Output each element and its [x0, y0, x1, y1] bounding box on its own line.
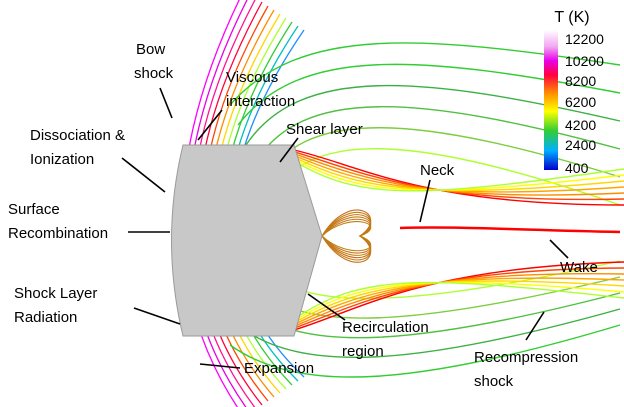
contour-line — [229, 324, 621, 378]
leader-recirc — [307, 293, 346, 321]
contour-line — [293, 151, 624, 201]
label-viscous-1: Viscous — [226, 69, 278, 86]
annotation-leaders — [121, 87, 569, 369]
contour-line — [237, 63, 621, 126]
field-contours — [229, 42, 621, 378]
contour-line — [293, 281, 624, 322]
label-dissociation-1: Dissociation & — [30, 127, 125, 144]
contour-line — [253, 106, 621, 166]
leader-expansion — [199, 363, 241, 369]
legend-tick-2400: 2400 — [565, 137, 596, 153]
leader-shock-layer — [133, 307, 181, 325]
leader-shear-layer — [279, 137, 299, 163]
legend-colorbar — [544, 30, 558, 170]
label-viscous-2: interaction — [226, 93, 295, 110]
label-recompression-1: Recompression — [474, 349, 578, 366]
label-bow-shock-2: shock — [134, 65, 174, 82]
label-expansion: Expansion — [244, 360, 314, 377]
leader-viscous — [197, 109, 223, 141]
contour-line — [321, 221, 372, 252]
vehicle-body — [171, 144, 323, 337]
label-recirc-2: region — [342, 343, 384, 360]
legend-tick-400: 400 — [565, 160, 589, 176]
label-shock-layer-2: Radiation — [14, 309, 77, 326]
wake-contours — [293, 149, 624, 331]
contour-line — [293, 152, 624, 196]
contour-line — [293, 160, 624, 192]
contour-line — [293, 281, 624, 320]
contour-line — [399, 226, 621, 234]
contour-line — [237, 308, 621, 359]
label-dissociation-2: Ionization — [30, 151, 94, 168]
legend-tick-10200: 10200 — [565, 53, 604, 69]
contour-line — [321, 218, 372, 254]
label-bow-shock-1: Bow — [136, 41, 165, 58]
contour-line — [293, 261, 624, 331]
contour-line — [293, 277, 624, 326]
label-surface-1: Surface — [8, 201, 60, 218]
contour-line — [293, 267, 624, 329]
leader-neck — [419, 179, 431, 223]
label-recirc-1: Recirculation — [342, 319, 429, 336]
leader-dissociation — [121, 157, 166, 193]
legend-tick-6200: 6200 — [565, 94, 596, 110]
leader-bow-shock — [159, 87, 173, 119]
label-neck: Neck — [420, 162, 455, 179]
contour-line — [293, 149, 624, 206]
legend-tick-12200: 12200 — [565, 31, 604, 47]
contour-line — [293, 280, 624, 324]
contour-line — [245, 84, 621, 146]
contour-line — [229, 42, 621, 106]
contour-line — [409, 231, 621, 239]
label-surface-2: Recombination — [8, 225, 108, 242]
label-wake: Wake — [560, 259, 598, 276]
contour-line — [293, 154, 624, 193]
legend-tick-4200: 4200 — [565, 117, 596, 133]
label-recompression-2: shock — [474, 373, 514, 390]
contour-line — [293, 158, 624, 191]
contour-line — [293, 156, 624, 192]
leader-wake — [549, 239, 569, 259]
legend-tick-8200: 8200 — [565, 73, 596, 89]
leader-recompression — [525, 311, 545, 341]
label-shock-layer-1: Shock Layer — [14, 285, 97, 302]
contour-line — [293, 272, 624, 328]
annotation-labels: Bow shock Viscous interaction Dissociati… — [8, 41, 598, 390]
label-shear-layer: Shear layer — [286, 121, 363, 138]
temperature-legend: T (K) 12200 10200 8200 6200 4200 2400 40… — [544, 9, 604, 176]
legend-title: T (K) — [554, 9, 589, 26]
